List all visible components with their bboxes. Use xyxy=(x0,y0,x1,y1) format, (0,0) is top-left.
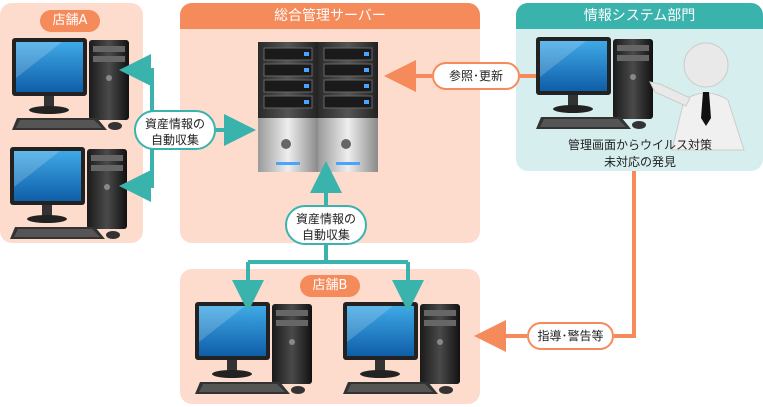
info-dept-caption-line1: 管理画面からウイルス対策 xyxy=(567,138,712,152)
server-title: 総合管理サーバー xyxy=(180,3,480,29)
collect-b-line2: 自動収集 xyxy=(301,228,350,242)
store-a-pc-1 xyxy=(12,38,129,130)
store-b-label: 店舗B xyxy=(300,275,360,297)
person-figure xyxy=(649,42,745,151)
collect-a-line2: 自動収集 xyxy=(150,133,199,147)
guidance-bubble: 指導･警告等 xyxy=(527,322,614,350)
collect-bubble-b: 資産情報の 自動収集 xyxy=(285,205,367,245)
store-b-pc-2 xyxy=(343,302,460,394)
collect-a-line1: 資産情報の xyxy=(144,117,205,131)
info-dept-title: 情報システム部門 xyxy=(516,3,763,29)
collect-b-line1: 資産情報の xyxy=(295,212,356,226)
store-a-label: 店舗A xyxy=(40,10,100,32)
info-dept-pc xyxy=(536,37,653,129)
server-unit-1 xyxy=(257,41,319,173)
store-b-pc-1 xyxy=(195,302,312,394)
info-dept-caption-line2: 未対応の発見 xyxy=(603,155,676,169)
server-unit-2 xyxy=(317,41,379,173)
info-dept-caption: 管理画面からウイルス対策 未対応の発見 xyxy=(540,137,740,171)
collect-bubble-a: 資産情報の 自動収集 xyxy=(134,110,216,150)
refer-bubble: 参照･更新 xyxy=(432,62,520,90)
store-a-pc-2 xyxy=(10,147,127,239)
